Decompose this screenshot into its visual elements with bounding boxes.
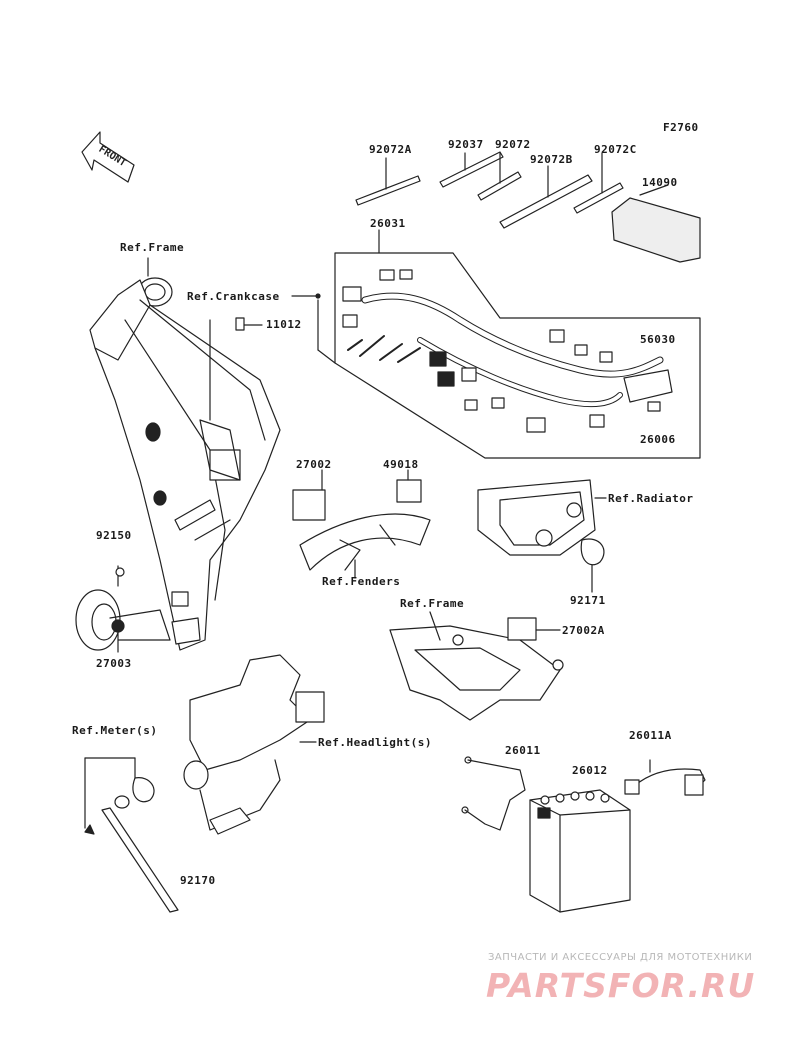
fender-relays — [292, 469, 431, 579]
part-26012: 26012 — [572, 764, 608, 777]
part-92150: 92150 — [96, 529, 132, 542]
part-92037: 92037 — [448, 138, 484, 151]
ref-headlight: Ref.Headlight(s) — [318, 736, 432, 749]
part-92072C: 92072C — [594, 143, 637, 156]
ref-frame-mid: Ref.Frame — [400, 597, 465, 610]
part-26031: 26031 — [370, 217, 406, 230]
part-92171: 92171 — [570, 594, 606, 607]
horn — [75, 565, 201, 653]
part-56030: 56030 — [640, 333, 676, 346]
part-92072: 92072 — [495, 138, 531, 151]
part-49018: 49018 — [383, 458, 419, 471]
battery — [529, 789, 631, 913]
figure-code: F2760 — [663, 121, 699, 134]
part-27003: 27003 — [96, 657, 132, 670]
watermark-brand: PARTSFOR.RU — [486, 966, 756, 1005]
part-26006: 26006 — [640, 433, 676, 446]
battery-cables — [461, 756, 706, 831]
mid-frame — [389, 611, 564, 721]
meter-strap — [84, 757, 179, 913]
watermark-tagline: ЗАПЧАСТИ И АКСЕССУАРЫ ДЛЯ МОТОТЕХНИКИ — [488, 952, 753, 963]
main-harness-group — [317, 229, 701, 459]
ref-crankcase: Ref.Crankcase — [187, 290, 280, 303]
part-92072B: 92072B — [530, 153, 573, 166]
ref-meter: Ref.Meter(s) — [72, 724, 158, 737]
front-arrow-icon: FRONT — [81, 131, 135, 183]
part-14090: 14090 — [642, 176, 678, 189]
part-26011: 26011 — [505, 744, 541, 757]
headlight-bracket — [183, 654, 325, 835]
radiator-bracket — [477, 479, 607, 593]
part-11012: 11012 — [266, 318, 302, 331]
ref-fenders: Ref.Fenders — [322, 575, 401, 588]
ref-radiator: Ref.Radiator — [608, 492, 694, 505]
part-92170: 92170 — [180, 874, 216, 887]
ref-frame-top: Ref.Frame — [120, 241, 185, 254]
part-92072A: 92072A — [369, 143, 412, 156]
part-27002A: 27002A — [562, 624, 605, 637]
frame-left — [89, 257, 321, 651]
part-27002: 27002 — [296, 458, 332, 471]
cable-ties — [355, 151, 701, 263]
part-26011A: 26011A — [629, 729, 672, 742]
